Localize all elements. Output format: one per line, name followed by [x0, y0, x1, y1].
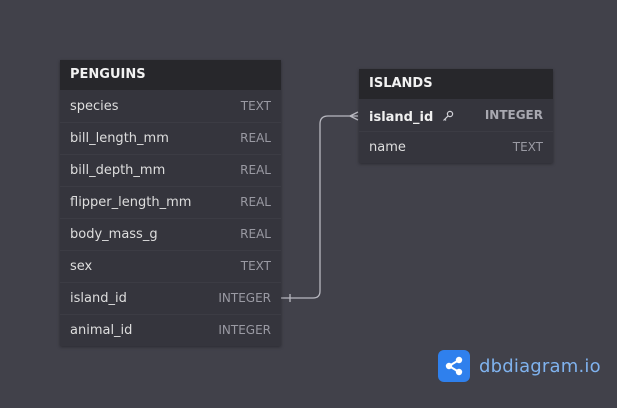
field-name: bill_depth_mm: [70, 162, 166, 178]
field-type: TEXT: [240, 259, 271, 273]
logo-text: dbdiagram.io: [479, 355, 601, 377]
field-row-body-mass-g[interactable]: body_mass_g REAL: [60, 218, 281, 250]
field-type: REAL: [240, 131, 271, 145]
field-row-bill-depth-mm[interactable]: bill_depth_mm REAL: [60, 154, 281, 186]
field-row-species[interactable]: species TEXT: [60, 90, 281, 122]
key-icon: [443, 110, 454, 121]
field-type: REAL: [240, 227, 271, 241]
field-name: animal_id: [70, 322, 133, 338]
table-header[interactable]: ISLANDS: [359, 69, 553, 99]
field-type: TEXT: [512, 140, 543, 154]
field-type: REAL: [240, 163, 271, 177]
field-name-group: island_id: [369, 106, 454, 125]
field-row-bill-length-mm[interactable]: bill_length_mm REAL: [60, 122, 281, 154]
field-row-name[interactable]: name TEXT: [359, 131, 553, 163]
field-name: bill_length_mm: [70, 130, 169, 146]
field-name: island_id: [70, 290, 127, 306]
dbdiagram-logo: dbdiagram.io: [438, 350, 601, 382]
field-row-island-id[interactable]: island_id INTEGER: [60, 282, 281, 314]
field-type: INTEGER: [218, 323, 271, 337]
table-islands[interactable]: ISLANDS island_id INTEGER name TEXT: [359, 69, 553, 163]
table-penguins[interactable]: PENGUINS species TEXT bill_length_mm REA…: [60, 60, 281, 346]
field-row-flipper-length-mm[interactable]: flipper_length_mm REAL: [60, 186, 281, 218]
field-row-island-id[interactable]: island_id INTEGER: [359, 99, 553, 131]
field-type: TEXT: [240, 99, 271, 113]
table-header[interactable]: PENGUINS: [60, 60, 281, 90]
field-name: body_mass_g: [70, 226, 158, 242]
field-name: species: [70, 98, 119, 114]
share-nodes-icon: [438, 350, 470, 382]
field-row-sex[interactable]: sex TEXT: [60, 250, 281, 282]
field-name: name: [369, 139, 406, 155]
relationship-line[interactable]: [281, 115, 358, 299]
field-type: REAL: [240, 195, 271, 209]
field-name: island_id: [369, 109, 434, 125]
many-end-marker: [349, 111, 359, 121]
field-type: INTEGER: [218, 291, 271, 305]
field-row-animal-id[interactable]: animal_id INTEGER: [60, 314, 281, 346]
field-type: INTEGER: [484, 108, 543, 122]
field-name: flipper_length_mm: [70, 194, 192, 210]
field-name: sex: [70, 258, 93, 274]
